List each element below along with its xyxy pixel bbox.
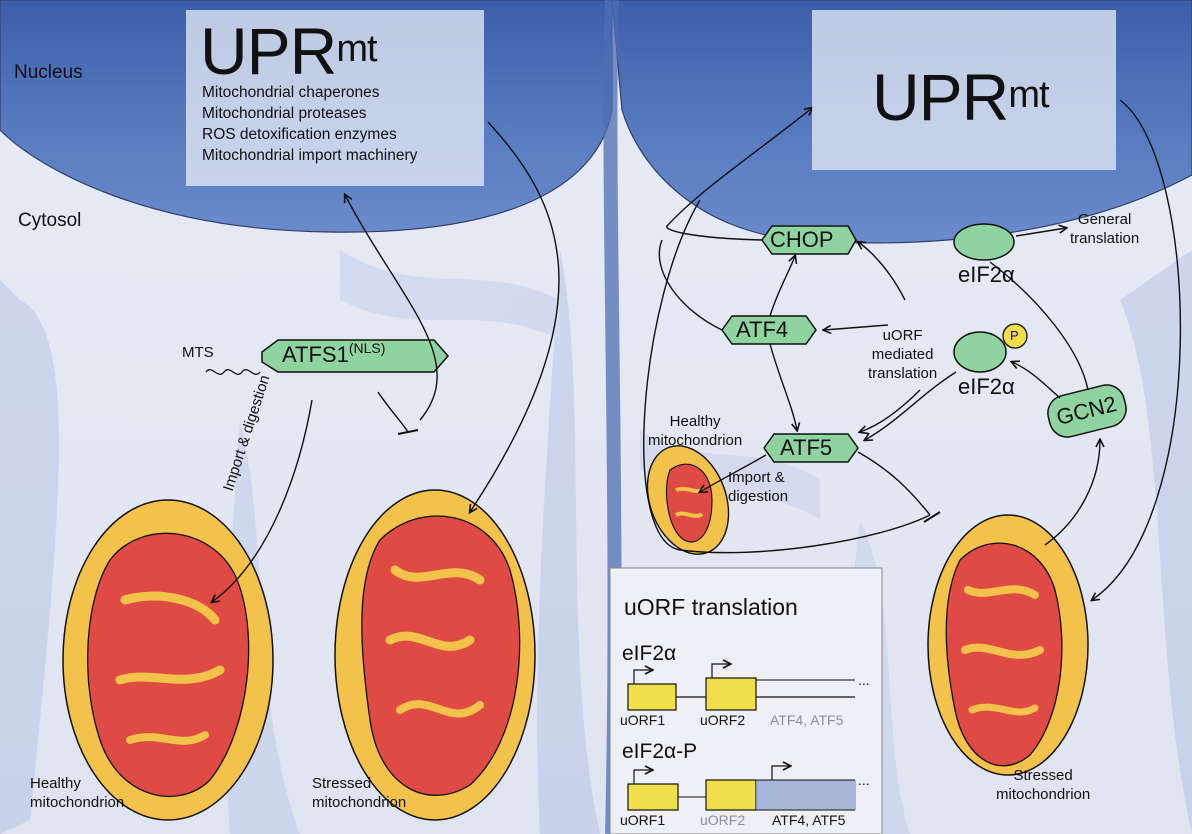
row2-targets-label: ATF4, ATF5	[772, 812, 845, 828]
target-item: Mitochondrial import machinery	[202, 145, 417, 166]
cytosol-label: Cytosol	[18, 210, 81, 232]
healthy-label-line: mitochondrion	[30, 793, 124, 812]
stressed-label-line: Stressed	[312, 774, 406, 793]
stressed-label-line: mitochondrion	[996, 785, 1090, 804]
uorf2-box-row1	[706, 678, 756, 710]
atfs1-main: ATFS1	[282, 342, 349, 367]
healthy-label-line: Healthy	[30, 774, 124, 793]
healthy-mitochondrion-left	[63, 500, 273, 820]
row1-dots: ...	[858, 672, 870, 688]
upr-main-left: UPR	[200, 14, 336, 88]
nucleus-label: Nucleus	[14, 62, 83, 84]
healthy-label-line: mitochondrion	[648, 431, 742, 450]
eif2a-shape	[954, 224, 1014, 260]
mts-label: MTS	[182, 344, 214, 361]
general-translation-line: translation	[1070, 229, 1139, 248]
uorf-mediated-line: mediated	[868, 345, 937, 364]
row1-title: eIF2α	[622, 642, 676, 666]
eif2a-label: eIF2α	[958, 262, 1015, 288]
upr-target-list: Mitochondrial chaperones Mitochondrial p…	[202, 82, 417, 166]
row2-dots: ...	[858, 772, 870, 788]
atf4-label: ATF4	[736, 317, 788, 343]
eif2a-p-label: eIF2α	[958, 374, 1015, 400]
uorf-mediated-line: uORF	[868, 326, 937, 345]
atfs1-label: ATFS1(NLS)	[282, 342, 385, 368]
import-label-line: Import &	[728, 468, 788, 487]
stressed-label-line: Stressed	[996, 766, 1090, 785]
atf-orf-box-row2	[756, 780, 856, 810]
eif2a-p-shape	[954, 332, 1006, 372]
stressed-mitochondrion-left	[335, 490, 535, 820]
upr-main-right: UPR	[872, 60, 1008, 134]
atf5-label: ATF5	[780, 435, 832, 461]
stressed-label-line: mitochondrion	[312, 793, 406, 812]
row1-uorf1-label: uORF1	[620, 712, 665, 728]
upr-title-right: UPRmt	[872, 64, 1049, 130]
upr-title-left: UPRmt	[200, 18, 377, 84]
atfs1-sup: (NLS)	[349, 340, 386, 356]
target-item: ROS detoxification enzymes	[202, 124, 417, 145]
general-translation-line: General	[1070, 210, 1139, 229]
row2-title: eIF2α-P	[622, 740, 697, 764]
uorf1-box-row1	[628, 684, 676, 710]
target-item: Mitochondrial proteases	[202, 103, 417, 124]
row1-uorf2-label: uORF2	[700, 712, 745, 728]
healthy-label-line: Healthy	[648, 412, 742, 431]
uorf-mediated-line: translation	[868, 364, 937, 383]
import-label-line: digestion	[728, 487, 788, 506]
row2-uorf2-label: uORF2	[700, 812, 745, 828]
phospho-label: P	[1010, 328, 1019, 343]
target-item: Mitochondrial chaperones	[202, 82, 417, 103]
upr-sup-right: mt	[1008, 74, 1048, 116]
uorf1-box-row2	[628, 784, 678, 810]
import-digestion-label-right: Import &digestion	[728, 468, 788, 506]
stressed-mitochondrion-right	[928, 515, 1088, 775]
row1-targets-label: ATF4, ATF5	[770, 712, 843, 728]
uorf-inset-title: uORF translation	[624, 594, 798, 621]
upr-sup-left: mt	[336, 28, 376, 70]
uorf2-box-row2	[706, 780, 756, 810]
row2-uorf1-label: uORF1	[620, 812, 665, 828]
chop-label: CHOP	[770, 227, 834, 253]
